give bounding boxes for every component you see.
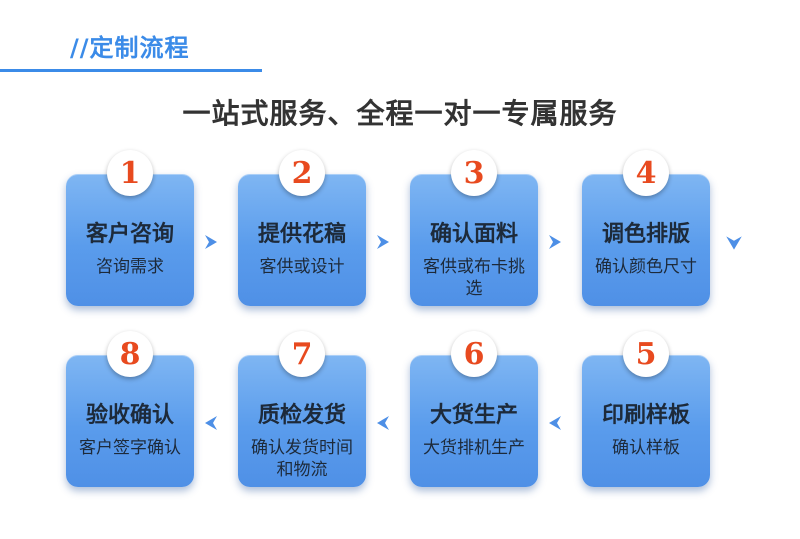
chevron-right-icon: [205, 235, 217, 249]
page-title: //定制流程: [70, 34, 190, 62]
step-5-desc: 确认样板: [612, 438, 680, 458]
step-2-desc: 客供或设计: [259, 257, 345, 277]
step-7-card: 7 质检发货 确认发货时间和物流: [238, 331, 366, 487]
step-8-title: 验收确认: [85, 403, 174, 428]
step-4-title: 调色排版: [601, 222, 690, 247]
chevron-down-icon: [726, 236, 742, 250]
step-4-desc: 确认颜色尺寸: [595, 257, 697, 277]
step-6-title: 大货生产: [429, 403, 518, 428]
step-2-card: 2 提供花稿 客供或设计: [238, 150, 366, 306]
step-4-number: 4: [623, 150, 669, 196]
step-7-number: 7: [279, 331, 325, 377]
step-7-title: 质检发货: [257, 403, 346, 428]
step-2-title: 提供花稿: [257, 222, 346, 247]
step-6-card: 6 大货生产 大货排机生产: [410, 331, 538, 487]
step-5-title: 印刷样板: [601, 403, 690, 428]
step-7-desc: 确认发货时间和物流: [251, 438, 353, 480]
chevron-left-icon: [549, 416, 561, 430]
step-6-number: 6: [451, 331, 497, 377]
step-1-card: 1 客户咨询 咨询需求: [66, 150, 194, 306]
step-6-desc: 大货排机生产: [423, 438, 525, 458]
step-4-card: 4 调色排版 确认颜色尺寸: [582, 150, 710, 306]
step-3-number: 3: [451, 150, 497, 196]
chevron-left-icon: [205, 416, 217, 430]
step-2-number: 2: [279, 150, 325, 196]
step-1-title: 客户咨询: [85, 222, 174, 247]
step-1-desc: 咨询需求: [96, 257, 164, 277]
step-3-desc: 客供或布卡挑选: [423, 257, 525, 299]
chevron-right-icon: [549, 235, 561, 249]
chevron-left-icon: [377, 416, 389, 430]
step-3-title: 确认面料: [429, 222, 518, 247]
step-8-desc: 客户签字确认: [79, 438, 181, 458]
step-5-number: 5: [623, 331, 669, 377]
step-5-card: 5 印刷样板 确认样板: [582, 331, 710, 487]
header-underline: [0, 69, 262, 72]
step-1-number: 1: [107, 150, 153, 196]
header: //定制流程: [0, 0, 800, 80]
step-8-number: 8: [107, 331, 153, 377]
chevron-right-icon: [377, 235, 389, 249]
step-3-card: 3 确认面料 客供或布卡挑选: [410, 150, 538, 306]
step-8-card: 8 验收确认 客户签字确认: [66, 331, 194, 487]
subtitle: 一站式服务、全程一对一专属服务: [182, 97, 618, 130]
